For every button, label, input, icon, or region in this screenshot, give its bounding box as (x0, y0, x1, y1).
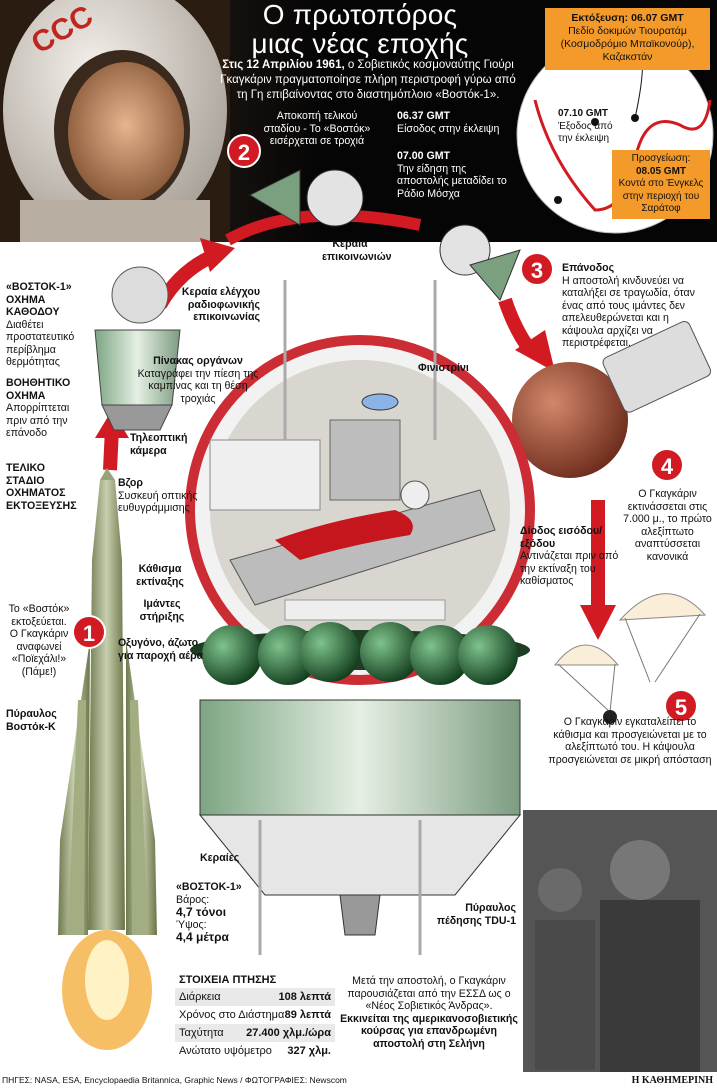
title-line-1: Ο πρωτοπόρος (262, 0, 458, 30)
intro-text: Στις 12 Απριλίου 1961, ο Σοβιετικός κοσμ… (218, 58, 518, 103)
footer: ΠΗΓΕΣ: NASA, ESA, Encyclopaedia Britanni… (0, 1072, 717, 1089)
title-line-2: μιας νέας εποχής (251, 28, 469, 59)
antennas-label: Κεραίες (200, 852, 240, 864)
stage-3-label: Επάνοδος Η αποστολή κινδυνεύει να καταλή… (562, 262, 712, 350)
landing-text: Κοντά στο Ένγκελς στην περιοχή του Σαράτ… (618, 178, 704, 214)
weight-label: Βάρος: (176, 893, 210, 906)
panel-label: Πίνακας οργάνων Καταγράφει την πίεση της… (135, 355, 261, 405)
intro-bold: Στις 12 Απριλίου 1961, (222, 59, 345, 71)
gas-label: Οξυγόνο, άζωτο για παροχή αέρα (118, 637, 204, 662)
panel-text: Καταγράφει την πίεση της καμπίνας και τη… (137, 367, 259, 405)
launch-box: Εκτόξευση: 06.07 GMT Πεδίο δοκιμών Τιουρ… (545, 8, 710, 70)
aux-title: ΒΟΗΘΗΤΙΚΟ ΟΧΗΜΑ (6, 377, 71, 402)
panel-title: Πίνακας οργάνων (153, 355, 243, 367)
specs-block: «ΒΟΣΤΟΚ-1» Βάρος: 4,7 τόνοι Ύψος: 4,4 μέ… (176, 881, 266, 944)
stage-1-badge: 1 (72, 615, 106, 649)
t0710-label: 07.10 GMT Έξοδος από την έκλειψη (558, 108, 616, 146)
stage-3-text: Η αποστολή κινδυνεύει να καταλήξει σε τρ… (562, 274, 695, 350)
flight-stat-value: 27.400 χλμ./ώρα (246, 1027, 331, 1039)
footer-brand: Η ΚΑΘΗΜΕΡΙΝΗ (631, 1075, 713, 1086)
stage-1-text: Το «Βοστόκ» εκτοξεύεται. Ο Γκαγκάριν ανα… (8, 603, 70, 678)
flight-stat-label: Χρόνος στο Διάστημα (179, 1009, 285, 1021)
flight-stat-value: 108 λεπτά (278, 991, 331, 1003)
porthole-label: Φινιστρίνι (418, 362, 469, 374)
comm-antenna-label: Κεραία επικοινωνιών (322, 238, 392, 263)
weight-value: 4,7 τόνοι (176, 905, 227, 919)
landing-box: Προσγείωση: 08.05 GMT Κοντά στο Ένγκελς … (612, 150, 710, 219)
specs-title: «ΒΟΣΤΟΚ-1» (176, 881, 242, 893)
flight-stat-row: Ανώτατο υψόμετρο 327 χλμ. (175, 1042, 335, 1060)
straps-label: Ιμάντες στήριξης (139, 598, 185, 623)
launch-title: Εκτόξευση: 06.07 GMT (571, 12, 684, 24)
stage-4-badge: 4 (650, 448, 684, 482)
launch-text: Πεδίο δοκιμών Τιουρατάμ (Κοσμοδρόμιο Μπα… (560, 25, 695, 63)
final-stage-label: ΤΕΛΙΚΟ ΣΤΑΔΙΟ ΟΧΗΜΑΤΟΣ ΕΚΤΟΞΕΥΣΗΣ (6, 462, 77, 512)
header-band: CCC Ο πρωτοπόρος μιας νέας εποχής Στις 1… (0, 0, 717, 242)
t0710-time: 07.10 GMT (558, 108, 609, 119)
stage-2-badge: 2 (227, 134, 261, 168)
stage-4-text: Ο Γκαγκάριν εκτινάσσεται στις 7.000 μ., … (623, 488, 712, 563)
hatch-title: Δίοδος εισόδου/εξόδου (520, 525, 603, 550)
vzor-title: Βζορ (118, 477, 143, 489)
stage-5-text: Ο Γκαγκάριν εγκαταλείπει το κάθισμα και … (548, 716, 712, 766)
t0637-text: Είσοδος στην έκλειψη (397, 122, 500, 135)
rocket-label: Πύραυλος Βοστόκ-Κ (6, 708, 57, 733)
t0637-label: 06.37 GMT Είσοδος στην έκλειψη (397, 110, 507, 135)
flight-stat-value: 89 λεπτά (284, 1009, 331, 1021)
aux-label: ΒΟΗΘΗΤΙΚΟ ΟΧΗΜΑ Απορρίπτεται πριν από τη… (6, 377, 86, 440)
astronaut-portrait: CCC (0, 0, 230, 242)
flight-stat-value: 327 χλμ. (287, 1045, 331, 1057)
t0700-label: 07.00 GMT Την είδηση της αποστολής μεταδ… (397, 150, 509, 200)
hatch-text: Αντινάζεται πριν από την εκτίναξη του κα… (520, 550, 619, 587)
descent-label: «ΒΟΣΤΟΚ-1» ΟΧΗΜΑ ΚΑΘΟΔΟΥ Διαθέτει προστα… (6, 281, 92, 369)
descent-title: ΟΧΗΜΑ ΚΑΘΟΔΟΥ (6, 293, 60, 319)
flight-stats-title: ΣΤΟΙΧΕΙΑ ΠΤΗΣΗΣ (179, 974, 277, 986)
tv-camera-label: Τηλεοπτική κάμερα (130, 432, 188, 457)
after-block: Μετά την αποστολή, ο Γκαγκάριν παρουσιάζ… (340, 975, 518, 1050)
flight-stat-label: Ταχύτητα (179, 1027, 224, 1039)
hatch-label: Δίοδος εισόδου/εξόδου Αντινάζεται πριν α… (520, 525, 620, 588)
flight-stat-row: Ταχύτητα 27.400 χλμ./ώρα (175, 1024, 335, 1042)
t0637-time: 06.37 GMT (397, 110, 450, 122)
radio-antenna-label: Κεραία ελέγχου ραδιοφωνικής επικοινωνίας (181, 286, 260, 323)
t0700-time: 07.00 GMT (397, 150, 450, 162)
stage-3-title: Επάνοδος (562, 262, 615, 274)
vostok-title: «ΒΟΣΤΟΚ-1» (6, 281, 72, 293)
stage-3-badge: 3 (520, 252, 554, 286)
retro-label: Πύραυλος πέδησης TDU-1 (436, 902, 516, 927)
stage-5-badge: 5 (664, 689, 698, 723)
landing-time: 08.05 GMT (635, 165, 687, 177)
after-text: Μετά την αποστολή, ο Γκαγκάριν παρουσιάζ… (347, 975, 511, 1012)
height-value: 4,4 μέτρα (176, 930, 229, 944)
page-title: Ο πρωτοπόρος μιας νέας εποχής (225, 0, 495, 58)
intro-rest: ο Σοβιετικός κοσμοναύτης Γιούρι Γκαγκάρι… (220, 59, 516, 101)
aux-text: Απορρίπτεται πριν από την επάνοδο (6, 402, 70, 439)
footer-sources: ΠΗΓΕΣ: NASA, ESA, Encyclopaedia Britanni… (2, 1075, 347, 1085)
flight-stat-row: Διάρκεια 108 λεπτά (175, 988, 335, 1006)
vzor-label: Βζορ Συσκευή οπτικής ευθυγράμμισης (118, 477, 200, 515)
seat-label: Κάθισμα εκτίναξης (136, 563, 184, 588)
height-label: Ύψος: (176, 918, 207, 931)
landing-title: Προσγείωση: (631, 153, 691, 164)
vzor-text: Συσκευή οπτικής ευθυγράμμισης (118, 489, 198, 515)
flight-stat-label: Διάρκεια (179, 991, 221, 1003)
descent-text: Διαθέτει προστατευτικό περίβλημα θερμότη… (6, 318, 75, 369)
flight-stat-label: Ανώτατο υψόμετρο (179, 1045, 272, 1057)
after-bold: Εκκινείται της αμερικανοσοβιετικής κούρσ… (340, 1012, 518, 1050)
t0700-text: Την είδηση της αποστολής μεταδίδει το Ρά… (397, 162, 507, 200)
stage-2-text: Αποκοπή τελικού σταδίου - Το «Βοστόκ» ει… (263, 110, 371, 147)
t0710-text: Έξοδος από την έκλειψη (558, 120, 613, 145)
